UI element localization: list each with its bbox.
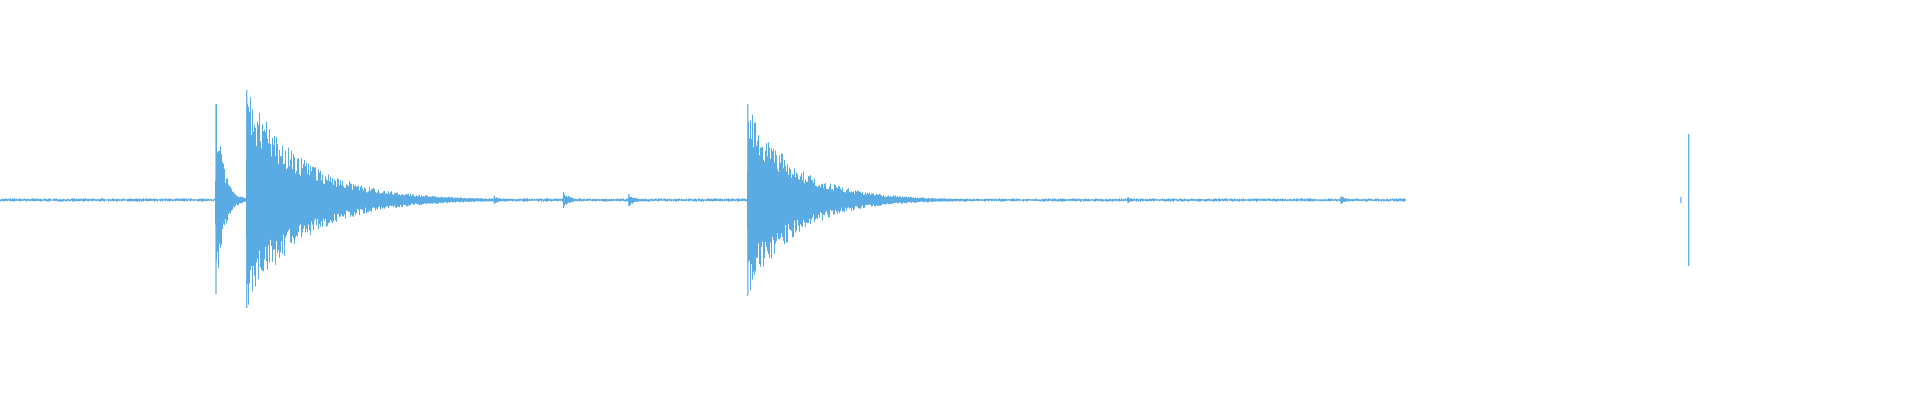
waveform-amplitude-path — [0, 97, 1406, 305]
waveform-samples — [0, 90, 1690, 308]
